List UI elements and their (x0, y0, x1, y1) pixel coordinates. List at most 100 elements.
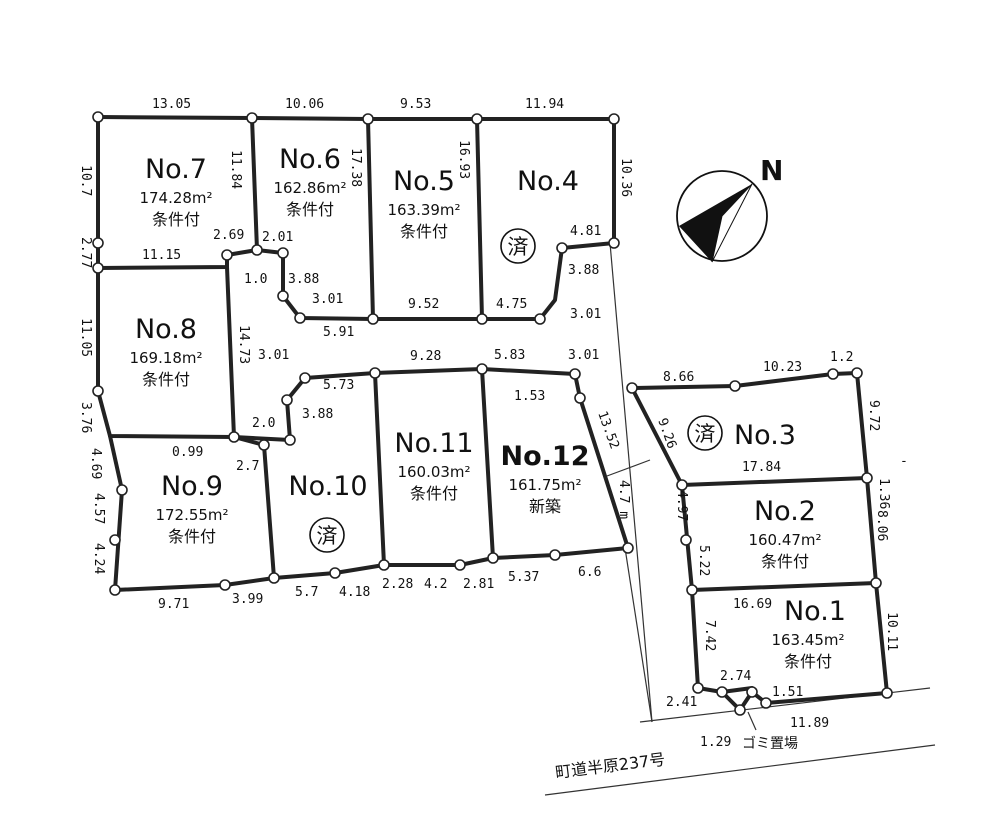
survey-point (92, 385, 104, 397)
lot-number: No.12 (501, 441, 590, 472)
dimension-label: 5.22 (696, 545, 711, 576)
survey-point (329, 567, 341, 579)
dimension-label: 5.73 (323, 378, 354, 393)
north-label: N (760, 154, 783, 187)
lot-number: No.2 (754, 496, 816, 527)
lot-number: No.10 (288, 471, 367, 502)
survey-point (622, 542, 634, 554)
survey-point (454, 559, 466, 571)
lot-labels: No.7 174.28m² 条件付 No.6 162.86m² 条件付 No.5… (129, 144, 846, 671)
survey-point (686, 584, 698, 596)
dimension-label: 2.01 (262, 230, 293, 245)
dimension-label: 10.36 (618, 158, 633, 197)
dimension-label: 1.36 (876, 478, 891, 509)
survey-point (92, 262, 104, 274)
lot-area: 161.75m² (508, 476, 581, 494)
lot-area: 169.18m² (129, 349, 202, 367)
dimension-label: 5.7 (295, 585, 318, 600)
dimension-label: 3.88 (288, 272, 319, 287)
dimension-label: 3.01 (570, 307, 601, 322)
lot-condition: 条件付 (168, 527, 216, 546)
dimension-label: 10.11 (884, 612, 899, 651)
dimension-label: 2.74 (720, 669, 751, 684)
dimension-label: 4.18 (339, 585, 370, 600)
survey-point (746, 686, 758, 698)
dimension-label: 4.57 (91, 493, 106, 524)
sold-badge (500, 228, 536, 264)
survey-point (221, 249, 233, 261)
survey-point (729, 380, 741, 392)
dimension-label: 17.84 (742, 460, 781, 475)
dimension-label: 16.69 (733, 597, 772, 612)
survey-point (487, 552, 499, 564)
lot-area: 174.28m² (139, 189, 212, 207)
sold-mark: 済 (317, 524, 338, 548)
dimension-label: 5.91 (323, 325, 354, 340)
dimension-label: 10.06 (285, 97, 324, 112)
dimension-label: 3.99 (232, 592, 263, 607)
survey-point (556, 242, 568, 254)
lot-number: No.1 (784, 596, 846, 627)
dimension-label: 1.29 (700, 735, 731, 750)
dimension-label: 4.2 (424, 577, 447, 592)
dimension-label: 2.7 (236, 459, 259, 474)
lot-area: 162.86m² (273, 179, 346, 197)
garbage-area-label: ゴミ置場 (742, 735, 798, 752)
dimension-label: 11.05 (78, 318, 93, 357)
dimension-label: 8.06 (874, 510, 889, 541)
survey-point (626, 382, 638, 394)
dimension-label: 5.83 (494, 348, 525, 363)
survey-point (676, 479, 688, 491)
survey-point (367, 313, 379, 325)
survey-point (369, 367, 381, 379)
dimension-label: 9.72 (866, 400, 881, 431)
dimension-label: 4.97 (674, 490, 689, 521)
lot-number: No.5 (393, 166, 455, 197)
dimension-label: 3.88 (568, 263, 599, 278)
dimension-label: 13.05 (152, 97, 191, 112)
dimension-label: 11.89 (790, 716, 829, 731)
survey-point (760, 697, 772, 709)
lot-condition: 条件付 (286, 200, 334, 219)
survey-point (471, 113, 483, 125)
lot-number: No.9 (161, 471, 223, 502)
lot-number: No.8 (135, 314, 197, 345)
dimension-label: 8.66 (663, 370, 694, 385)
survey-point (378, 559, 390, 571)
road-name-label: 町道半原237号 (554, 750, 666, 782)
survey-point (476, 313, 488, 325)
survey-point (277, 247, 289, 259)
lot-condition: 条件付 (410, 484, 458, 503)
survey-point (92, 111, 104, 123)
lot-condition: 条件付 (400, 222, 448, 241)
dimension-label: 3.01 (568, 348, 599, 363)
garbage-leader-line (747, 711, 757, 731)
lot-number: No.11 (394, 428, 473, 459)
dimension-label: 3.01 (312, 292, 343, 307)
survey-point (608, 237, 620, 249)
dimension-label: 4.81 (570, 224, 601, 239)
survey-point (608, 113, 620, 125)
dimension-label: 3.76 (78, 402, 93, 433)
annotations: ゴミ置場 町道半原237号 - (554, 454, 908, 782)
dimension-label: 10.23 (763, 360, 802, 375)
dimension-label: 16.93 (456, 140, 471, 179)
lot-area: 172.55m² (155, 506, 228, 524)
dimension-label: 0.99 (172, 445, 203, 460)
lot-area: 160.03m² (397, 463, 470, 481)
survey-point (92, 237, 104, 249)
survey-point (251, 244, 263, 256)
dimension-label: 3.88 (302, 407, 333, 422)
dimension-label: 2.81 (463, 577, 494, 592)
sold-badge (309, 517, 345, 553)
dimension-label: 9.52 (408, 297, 439, 312)
survey-point (680, 534, 692, 546)
sold-badge (687, 415, 723, 451)
survey-point (219, 579, 231, 591)
dimension-label: 4.7 m (616, 480, 631, 519)
survey-point (734, 704, 746, 716)
dimension-label: 1.51 (772, 685, 803, 700)
dimension-label: 14.73 (236, 325, 251, 364)
survey-point (268, 572, 280, 584)
road-centerline-left (609, 242, 653, 723)
